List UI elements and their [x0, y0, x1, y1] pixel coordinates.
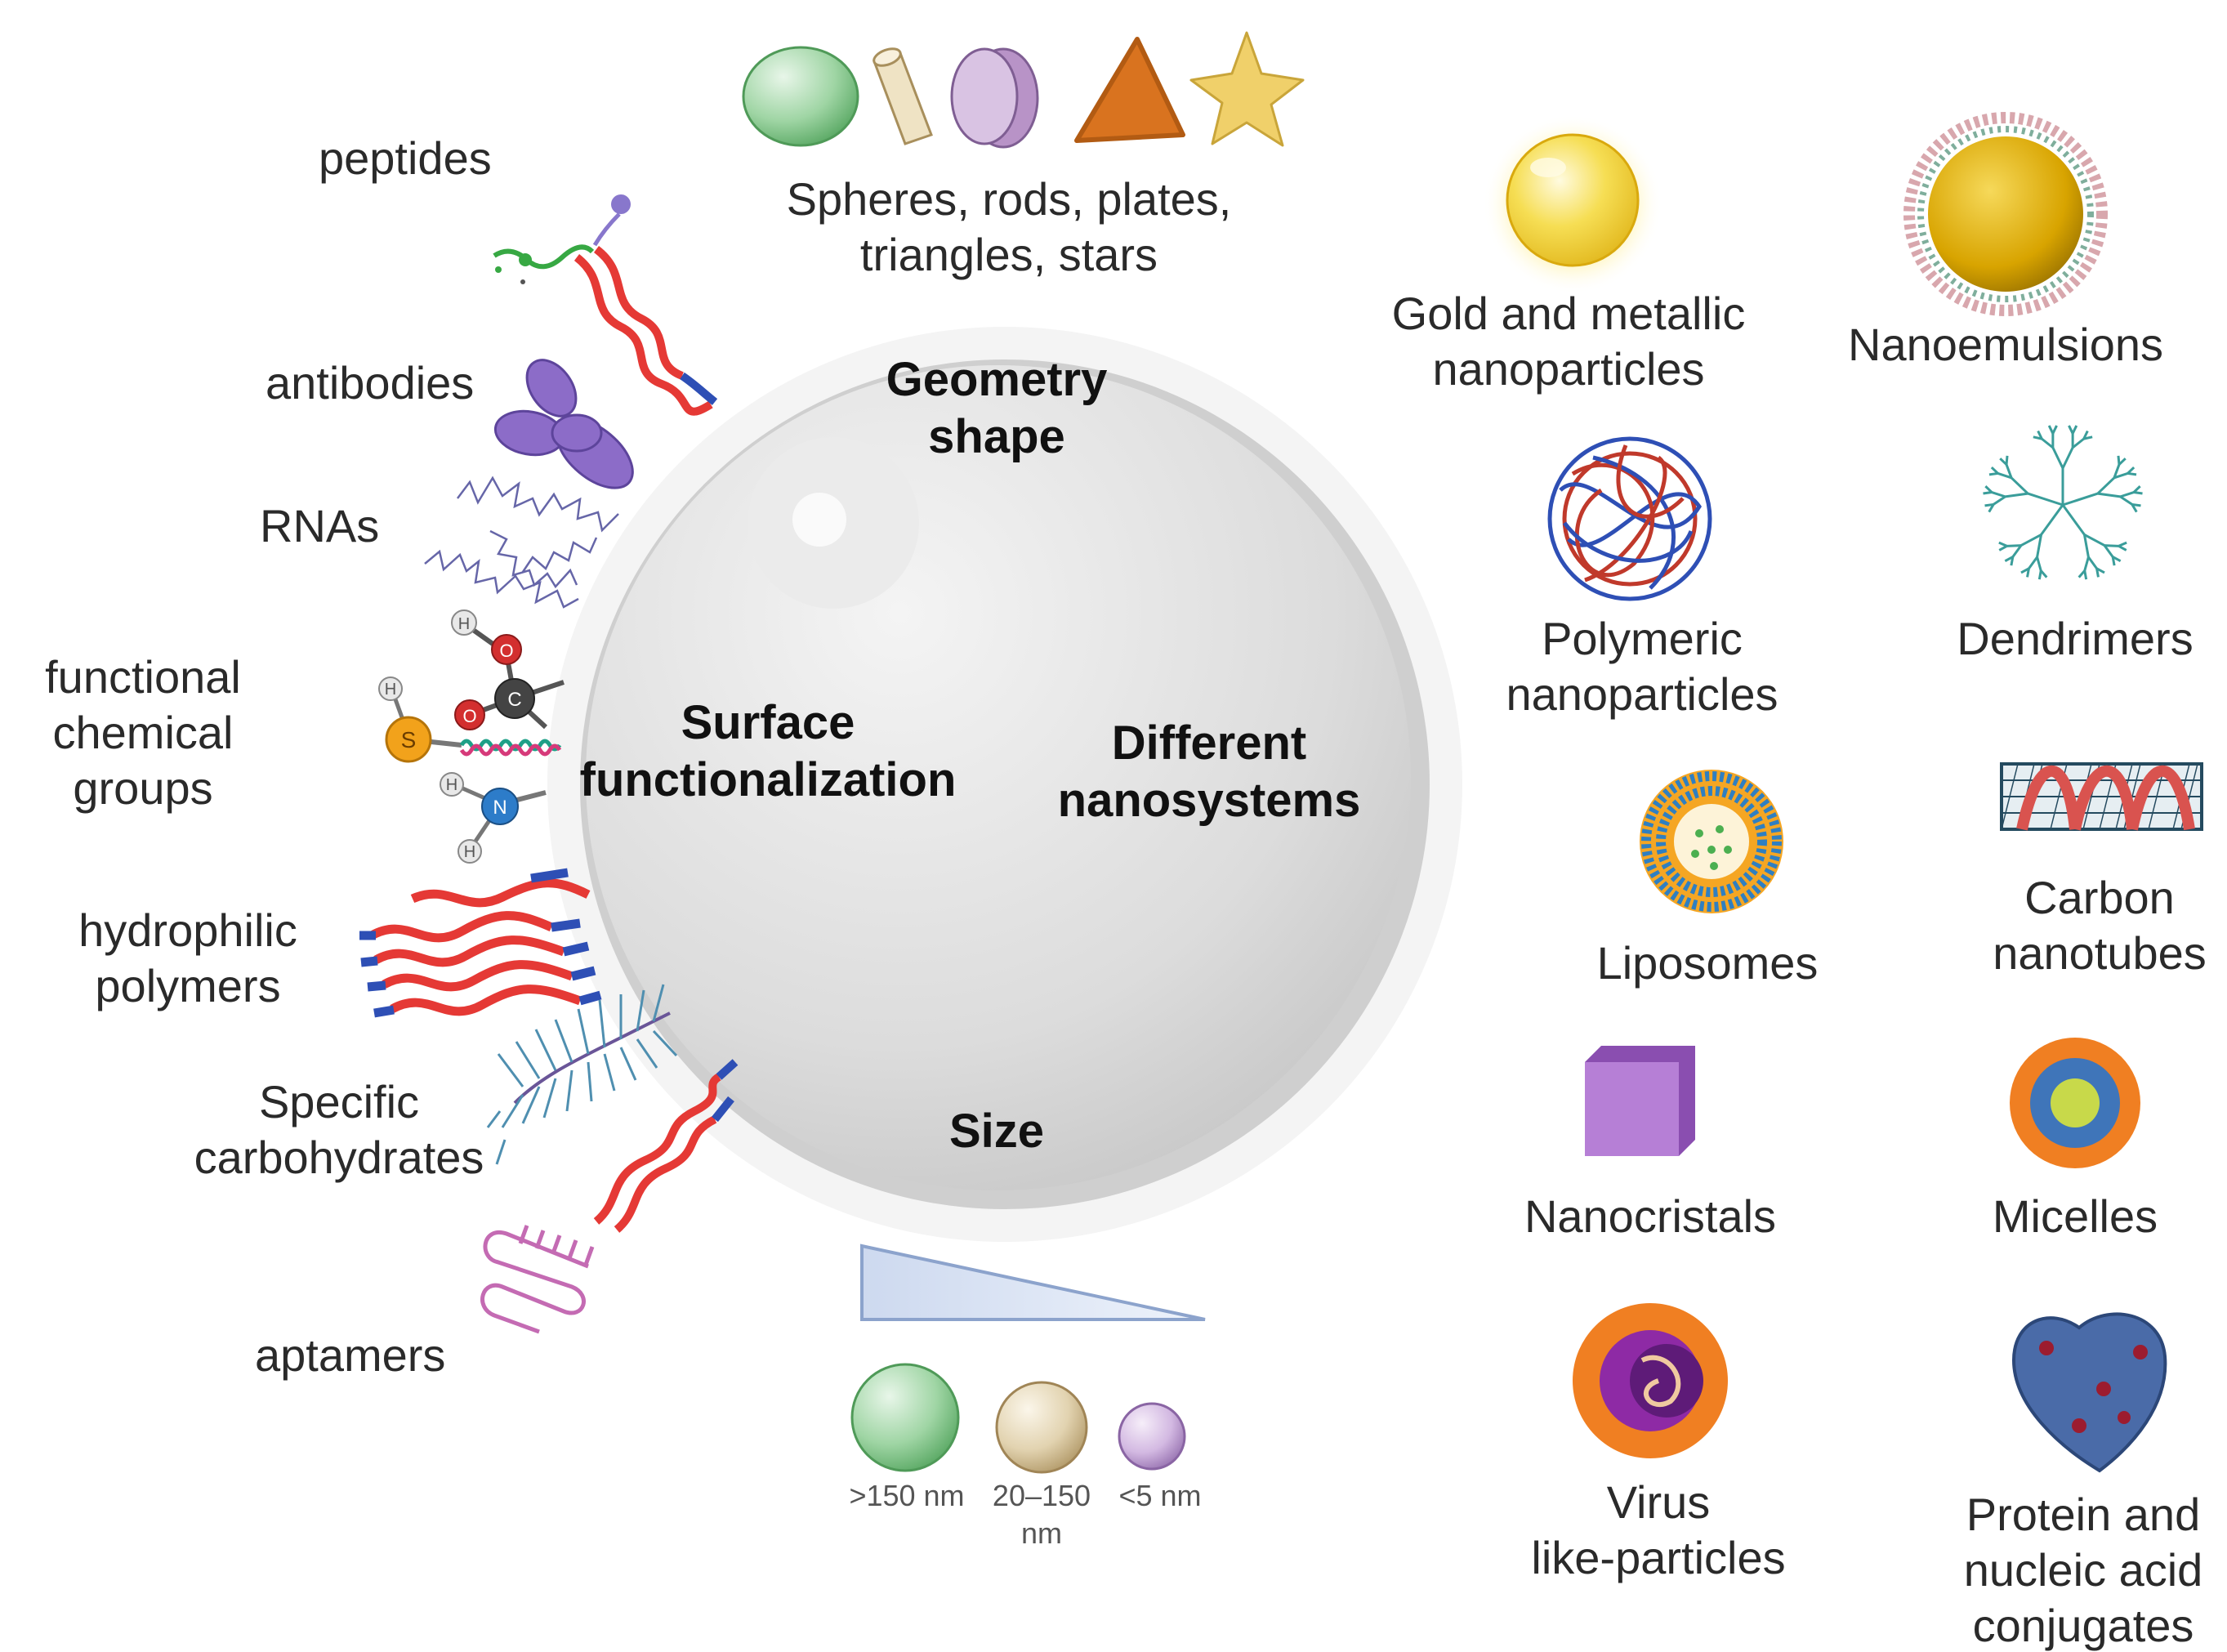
rnas-label: RNAs — [260, 500, 380, 551]
size-small-label: <5 nm — [1118, 1479, 1202, 1512]
svg-text:O: O — [499, 641, 513, 661]
virus-like-particle-icon — [1573, 1303, 1728, 1458]
svg-text:S: S — [401, 727, 417, 752]
aptamers-label: aptamers — [255, 1329, 446, 1381]
oxygen-atom-icon — [491, 634, 522, 665]
carbon-atom-icon — [494, 678, 535, 719]
nitrogen-atom-icon — [481, 788, 519, 825]
small-particle-icon — [1118, 1402, 1186, 1471]
oxygen-atom-icon — [454, 699, 485, 730]
antibody-icon — [493, 359, 634, 489]
dendrimers-label: Dendrimers — [1957, 613, 2194, 664]
polymeric-nanoparticles-label: Polymeric nanoparticles — [1506, 613, 1778, 720]
geometry-shapes-icons — [742, 31, 1305, 149]
shapes-caption: Spheres, rods, plates, triangles, stars — [786, 173, 1232, 280]
svg-text:H: H — [464, 843, 475, 861]
size-spheres-icons — [850, 1363, 1186, 1474]
functional-chemical-groups-label: functional chemical groups — [45, 651, 241, 814]
svg-text:O: O — [462, 706, 476, 726]
sulfur-atom-icon — [385, 716, 432, 763]
rna-strands-icon — [424, 476, 619, 609]
svg-text:H: H — [446, 776, 457, 794]
nanoemulsions-label: Nanoemulsions — [1848, 319, 2163, 370]
peptide-ligand-icon — [493, 194, 631, 284]
size-medium-label: 20–150 nm — [992, 1479, 1091, 1550]
triangle-shape-icon — [1074, 37, 1185, 143]
surface-functionalization-label: Surface functionalization — [579, 696, 957, 806]
nanoemulsion-icon — [1903, 112, 2108, 316]
size-label: Size — [948, 1105, 1045, 1158]
plate-shape-icon — [950, 47, 1039, 149]
protein-conjugate-icon — [2011, 1312, 2167, 1473]
rod-shape-icon — [873, 47, 933, 145]
liposomes-label: Liposomes — [1596, 937, 1819, 989]
carbon-nanotubes-label: Carbon nanotubes — [1993, 872, 2207, 979]
svg-text:H: H — [385, 681, 396, 699]
medium-particle-icon — [995, 1381, 1088, 1474]
svg-text:H: H — [458, 615, 470, 633]
gold-nanoparticle-icon — [1483, 114, 1662, 294]
svg-text:N: N — [493, 797, 507, 819]
peptides-label: peptides — [319, 132, 492, 184]
geometry-shape-label: Geometry shape — [886, 353, 1108, 463]
nanocristals-label: Nanocristals — [1524, 1190, 1777, 1242]
aptamer-icon — [480, 1225, 595, 1334]
carbon-nanotube-icon — [2000, 762, 2203, 831]
size-scale-wedge — [860, 1243, 1206, 1321]
specific-carbohydrates-icon — [486, 984, 678, 1165]
micelles-label: Micelles — [1992, 1190, 2158, 1242]
protein-nucleic-acid-conjugates-label: Protein and nucleic acid conjugates — [1963, 1489, 2203, 1651]
hydrogen-atom-icon — [440, 772, 464, 797]
sphere-shape-icon — [742, 46, 859, 147]
hydrogen-atom-icon — [378, 676, 403, 701]
hydrogen-atom-icon — [457, 839, 482, 864]
micelle-icon — [2010, 1038, 2140, 1168]
different-nanosystems-label: Different nanosystems — [1057, 717, 1361, 827]
hydrophilic-polymers-label: hydrophilic polymers — [78, 904, 297, 1011]
gold-nanoparticles-label: Gold and metallic nanoparticles — [1391, 288, 1746, 395]
size-large-label: >150 nm — [849, 1479, 965, 1512]
svg-text:C: C — [507, 689, 521, 711]
bottom-pegs-chain-icon — [593, 1059, 739, 1233]
functional-chemical-groups-icon: H O C O H S H N H — [378, 609, 565, 864]
central-nanoparticle-sphere — [547, 327, 1462, 1242]
specific-carbohydrates-label: Specific carbohydrates — [194, 1076, 484, 1183]
liposome-icon — [1640, 770, 1783, 913]
nanocrystal-icon — [1585, 1046, 1695, 1156]
dendrimer-icon — [1983, 425, 2143, 580]
hydrogen-atom-icon — [451, 609, 477, 636]
large-particle-icon — [850, 1363, 960, 1472]
virus-like-particles-label: Virus like-particles — [1531, 1476, 1786, 1583]
peptide-pegs-chain-icon — [573, 246, 718, 416]
hydrophilic-polymers-icon — [359, 868, 602, 1018]
antibodies-label: antibodies — [266, 357, 475, 409]
star-shape-icon — [1189, 31, 1305, 147]
polymeric-nanoparticle-icon — [1547, 436, 1712, 601]
